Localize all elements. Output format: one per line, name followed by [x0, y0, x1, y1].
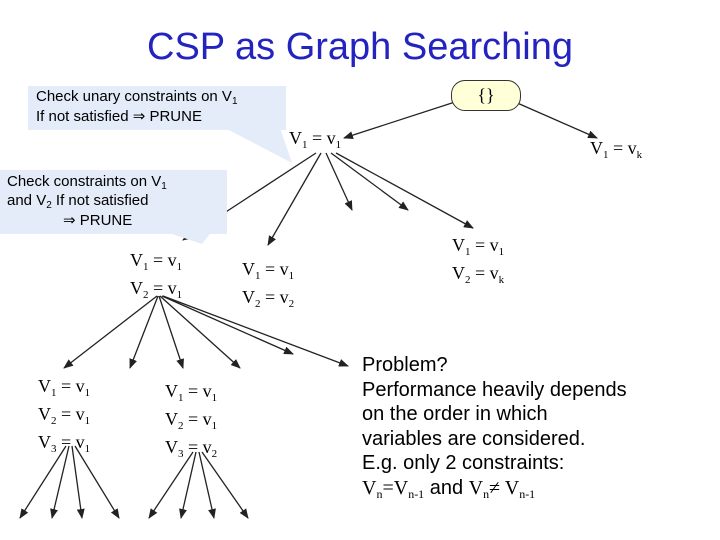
edge [129, 295, 159, 369]
edge [343, 101, 456, 140]
node-v3v2: V1 = v1 V2 = v1 V3 = v2 [165, 381, 218, 460]
edge [158, 295, 184, 369]
edge [335, 152, 474, 229]
node-v1v1-v2vk: V1 = v1 V2 = vk [452, 235, 505, 286]
edge [71, 445, 85, 519]
edge [19, 445, 67, 519]
edge [74, 445, 120, 519]
root-node: {} [451, 80, 521, 111]
page-title: CSP as Graph Searching [147, 26, 573, 68]
binary-constraint-callout: Check constraints on V1 and V2 If not sa… [0, 170, 227, 234]
edge [330, 152, 409, 211]
edge [162, 295, 349, 367]
node-v1v1-v2v2: V1 = v1 V2 = v2 [242, 259, 295, 310]
node-v1-v1: V1 = v1 [289, 128, 342, 151]
edge [161, 295, 294, 355]
edge [198, 451, 216, 519]
edge [63, 295, 158, 369]
edge [179, 451, 197, 519]
callout-tail [225, 128, 292, 163]
edge [201, 451, 249, 519]
constraint-formula: Vn=Vn-1 and Vn≠ Vn-1 [362, 476, 536, 501]
edge [50, 445, 70, 519]
node-v1-vk: V1 = vk [590, 138, 643, 161]
node-v3v1: V1 = v1 V2 = v1 V3 = v1 [38, 376, 91, 455]
edge [148, 451, 194, 519]
edge [267, 152, 322, 246]
problem-note: Problem? Performance heavily depends on … [362, 353, 712, 506]
unary-constraint-callout: Check unary constraints on V1 If not sat… [28, 86, 286, 130]
edge [514, 101, 598, 139]
node-v1v1-v2v1: V1 = v1 V2 = v1 [130, 250, 183, 301]
edge [159, 295, 241, 369]
edge [325, 152, 353, 211]
